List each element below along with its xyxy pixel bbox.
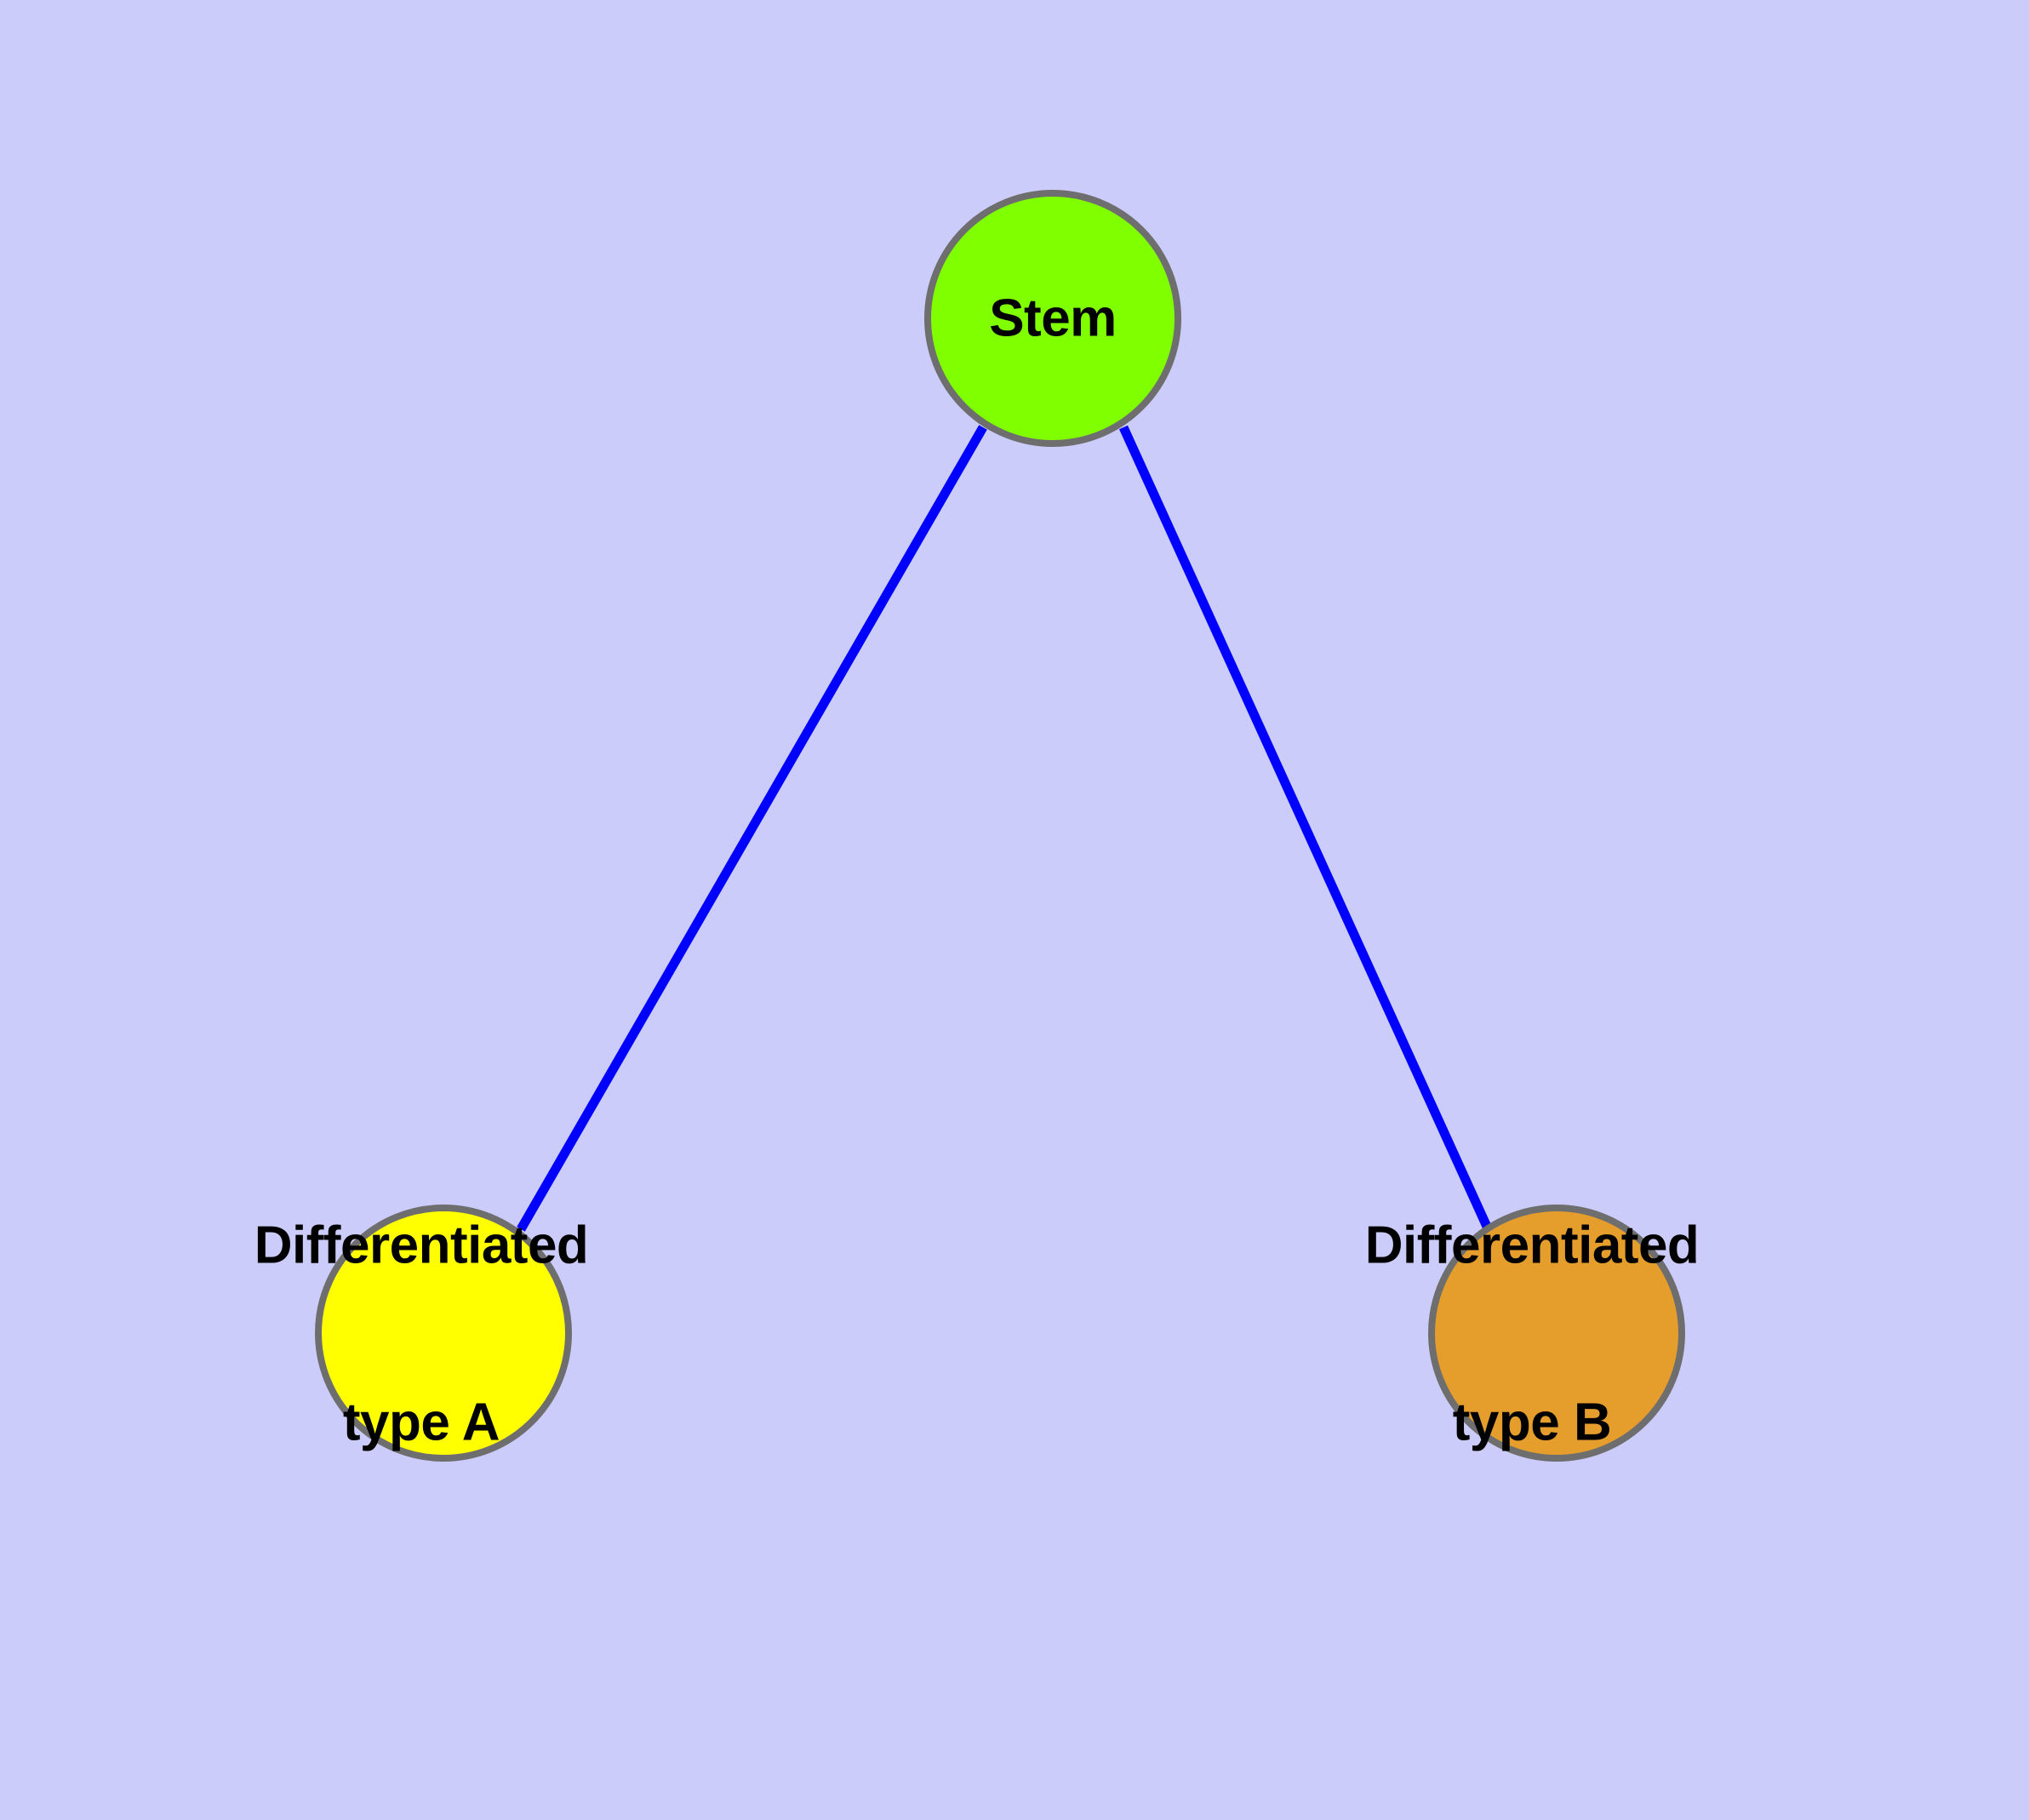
node-differentiated-type-b[interactable]	[1428, 1205, 1685, 1462]
edge-layer	[517, 425, 1493, 1232]
edge-stem-to-diff-a[interactable]	[517, 425, 987, 1232]
node-layer	[315, 190, 1685, 1462]
node-differentiated-type-a[interactable]	[315, 1205, 572, 1462]
edge-stem-to-diff-b[interactable]	[1118, 425, 1493, 1231]
node-stem[interactable]	[924, 190, 1181, 447]
